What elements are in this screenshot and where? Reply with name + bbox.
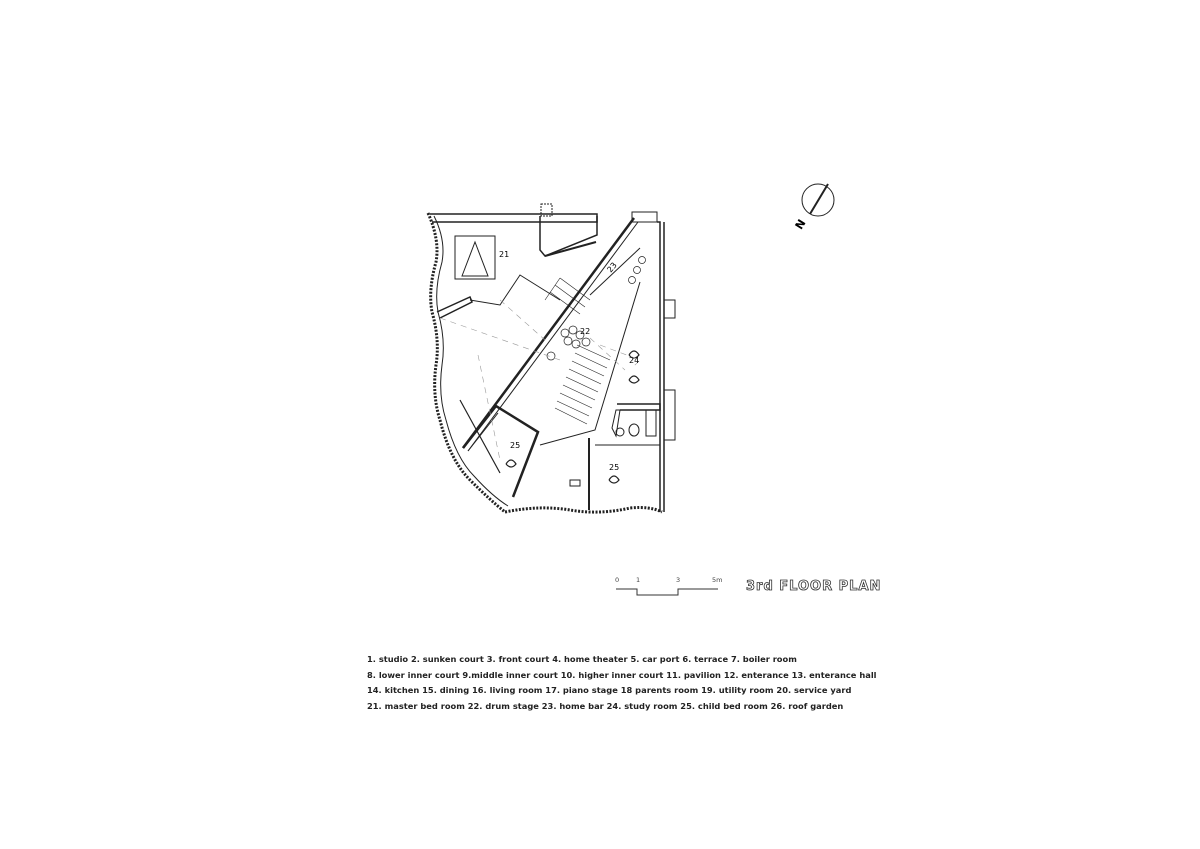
drum-set [546,256,646,361]
legend-line: 21. master bed room 22. drum stage 23. h… [367,700,844,711]
north-arrow [801,183,835,217]
scale-tick-3: 3 [676,576,681,584]
room-label-22: 22 [580,327,591,336]
scale-tick-0: 0 [615,576,620,584]
room-label-24: 24 [629,356,640,365]
plan-title: 3rd FLOOR PLAN [746,579,882,595]
outer-wall-left [426,212,506,514]
top-wall [430,213,598,223]
skylight [454,235,496,280]
stairs [544,277,611,425]
legend-line: 1. studio 2. sunken court 3. front court… [367,654,797,664]
diagonal-wall [461,217,636,449]
right-wall [657,221,665,512]
top-block [540,203,553,217]
scale-tick-5m: 5m [712,576,723,584]
outer-wall-left-inner [433,215,509,507]
room-label-25: 25 [609,463,620,472]
scale-tick-1: 1 [636,576,641,584]
top-right-block [631,211,658,223]
chairs [459,350,640,484]
child-room-wall [462,404,540,498]
outer-wall-bottom [504,506,663,514]
room-label-25: 25 [510,441,521,450]
legend-line: 14. kitchen 15. dining 16. living room 1… [367,685,852,695]
legend-line: 8. lower inner court 9.middle inner cour… [367,669,877,680]
scale-bar [616,588,718,596]
interior-wall [436,295,473,319]
room-label-21: 21 [499,250,510,259]
room-legend: 1. studio 2. sunken court 3. front court… [367,652,877,714]
